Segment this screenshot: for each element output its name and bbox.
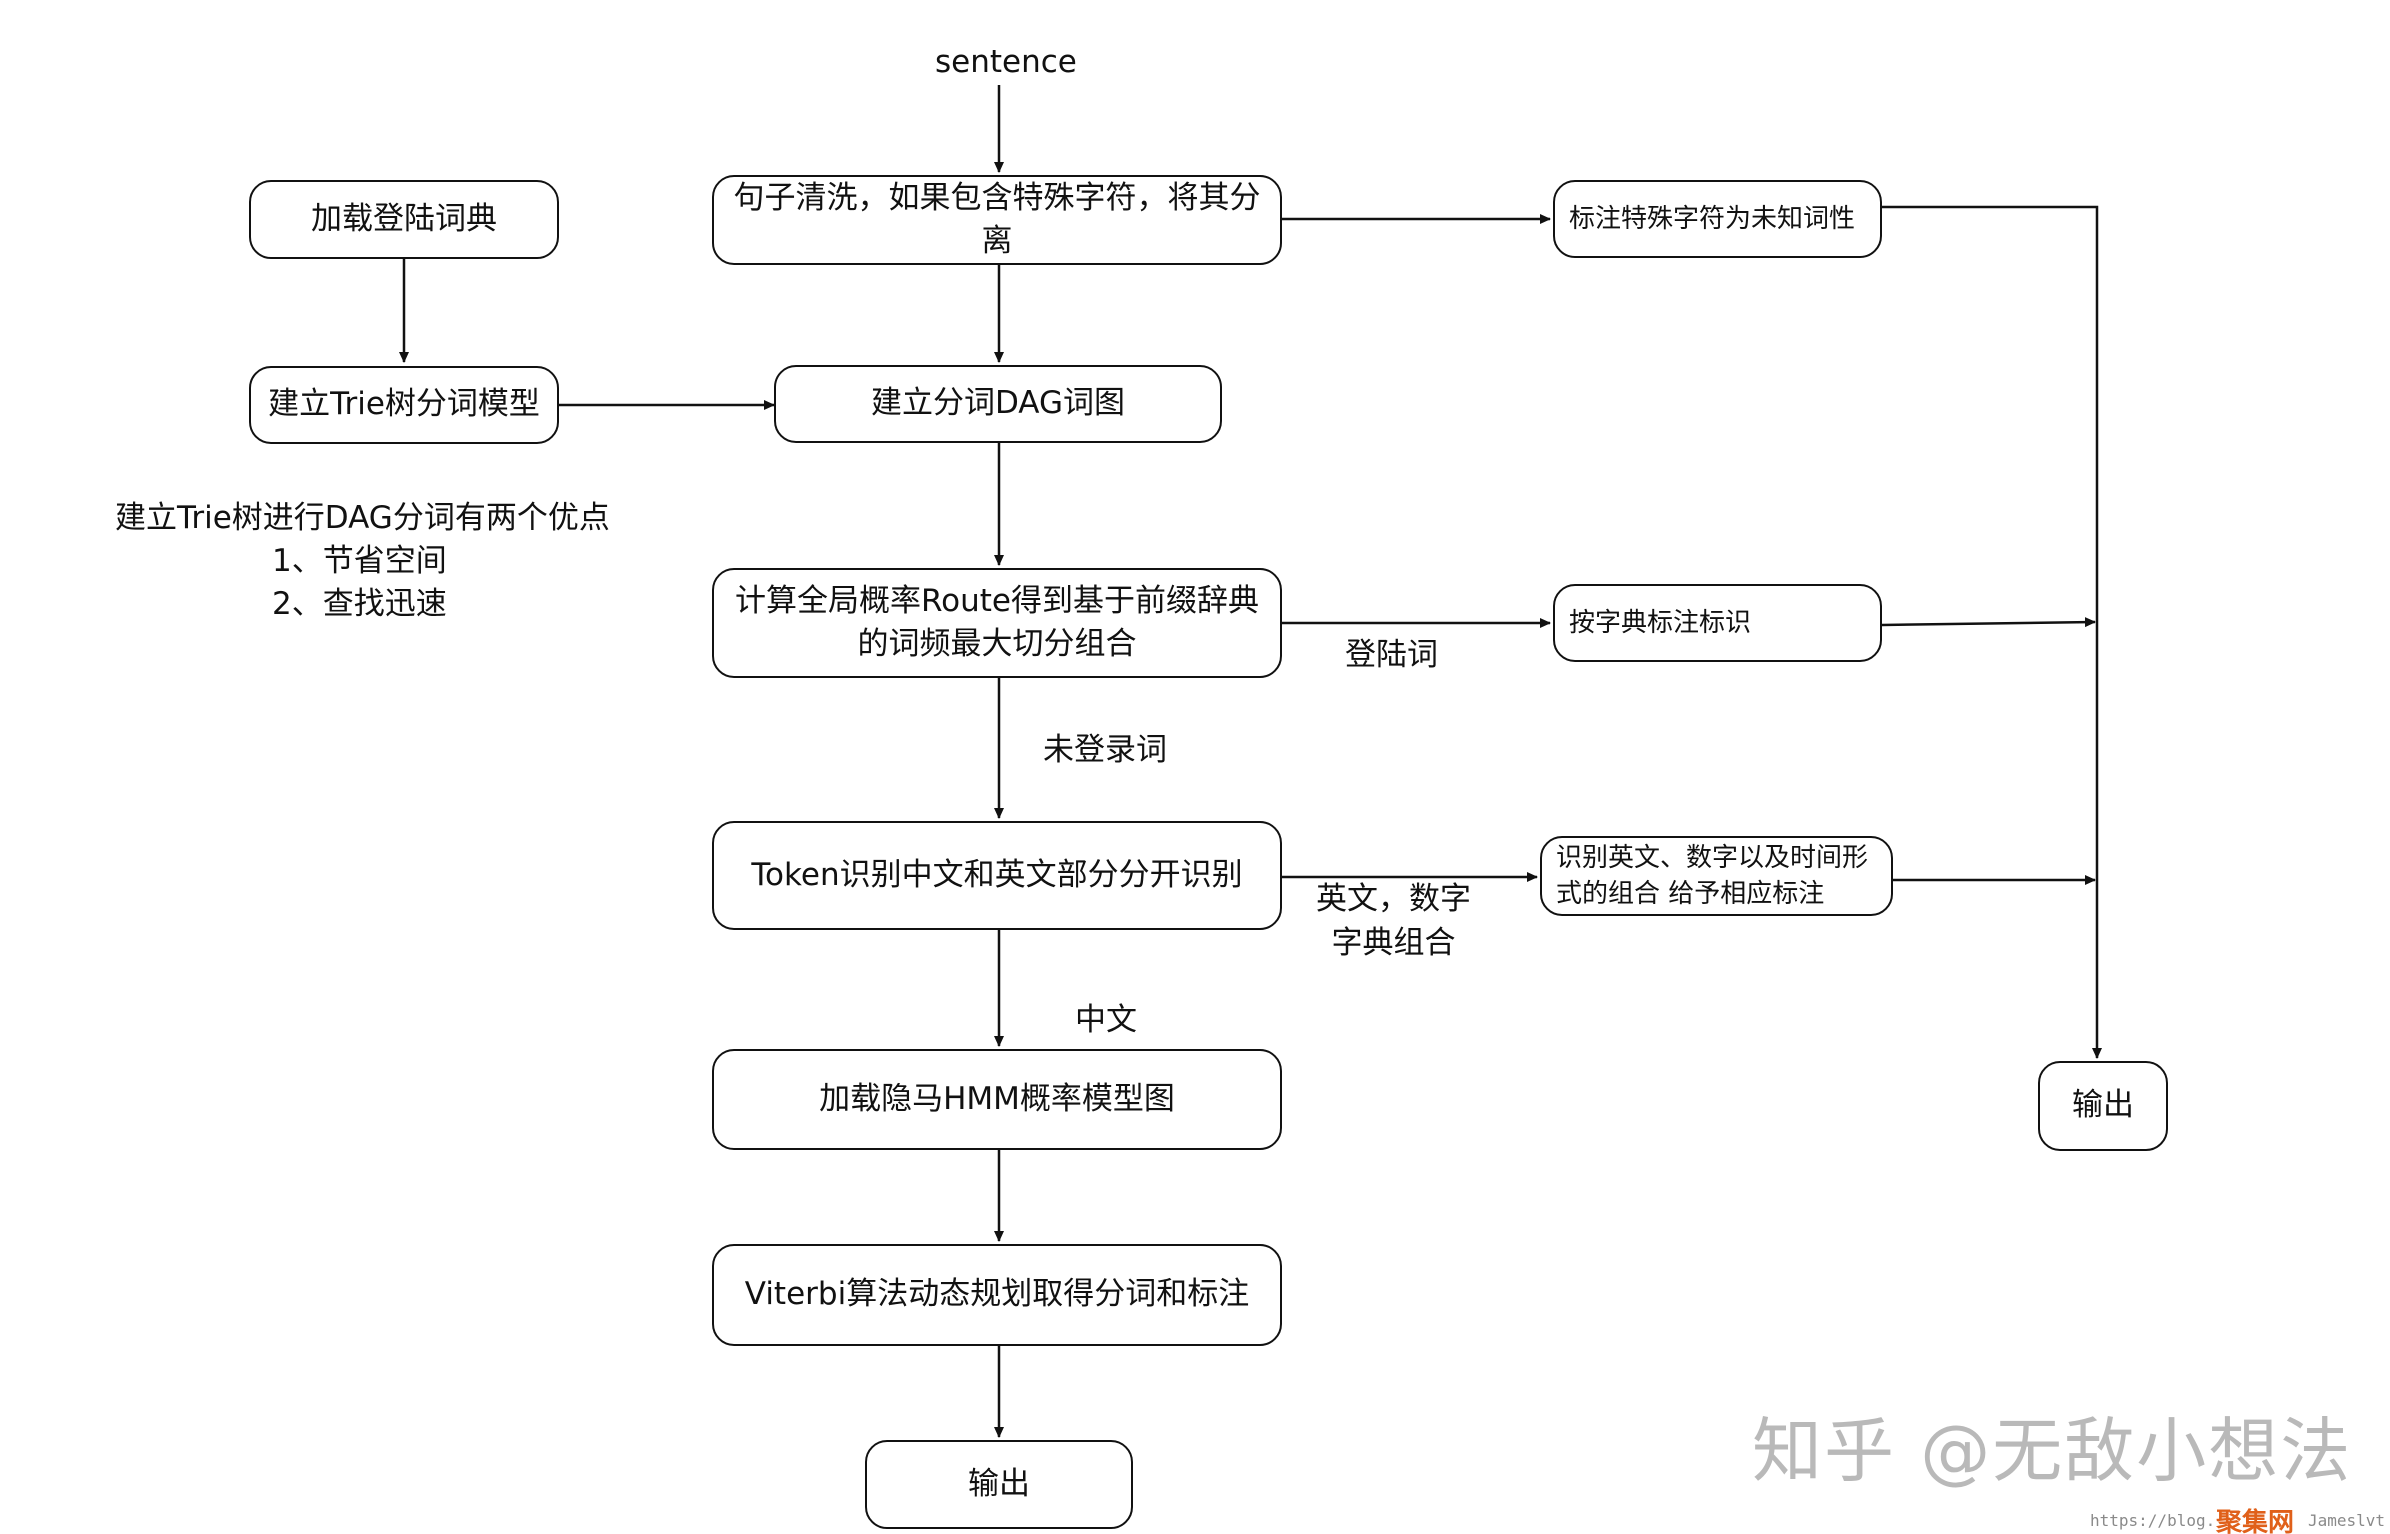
- author-id-watermark: Jameslvt: [2308, 1511, 2386, 1530]
- blog-url-watermark: https://blog.: [2090, 1511, 2216, 1530]
- note-item: 2、查找迅速: [272, 586, 447, 622]
- node-build-trie: 建立Trie树分词模型: [249, 366, 559, 444]
- node-mark-english-numbers: 识别英文、数字以及时间形式的组合 给予相应标注: [1540, 836, 1893, 916]
- edge-label-registered: 登陆词: [1345, 637, 1438, 673]
- note-title: 建立Trie树进行DAG分词有两个优点: [115, 500, 610, 536]
- edge-label-chinese: 中文: [1075, 1002, 1137, 1038]
- input-sentence-label: sentence: [935, 44, 1077, 80]
- zhihu-watermark: 知乎 @无敌小想法: [1752, 1410, 2353, 1492]
- node-output-side: 输出: [2038, 1061, 2168, 1151]
- node-route: 计算全局概率Route得到基于前缀辞典的词频最大切分组合: [712, 568, 1282, 678]
- note-item: 1、节省空间: [272, 543, 447, 579]
- node-mark-by-dictionary: 按字典标注标识: [1553, 584, 1882, 662]
- node-token-recognition: Token识别中文和英文部分分开识别: [712, 821, 1282, 930]
- node-output-main: 输出: [865, 1440, 1133, 1529]
- node-load-hmm: 加载隐马HMM概率模型图: [712, 1049, 1282, 1150]
- node-build-dag: 建立分词DAG词图: [774, 365, 1222, 443]
- node-load-dictionary: 加载登陆词典: [249, 180, 559, 259]
- node-viterbi: Viterbi算法动态规划取得分词和标注: [712, 1244, 1282, 1346]
- site-brand-logo: 聚集网: [2216, 1508, 2295, 1534]
- edge-label-unregistered: 未登录词: [1043, 732, 1167, 768]
- node-mark-special-chars: 标注特殊字符为未知词性: [1553, 180, 1882, 258]
- edge-dictmark-to-collector: [1881, 617, 2096, 628]
- edge-special-to-output: [1882, 205, 2102, 1059]
- node-sentence-cleaning: 句子清洗，如果包含特殊字符，将其分离: [712, 175, 1282, 265]
- edge-label-english-numbers: 英文，数字 字典组合: [1316, 881, 1471, 961]
